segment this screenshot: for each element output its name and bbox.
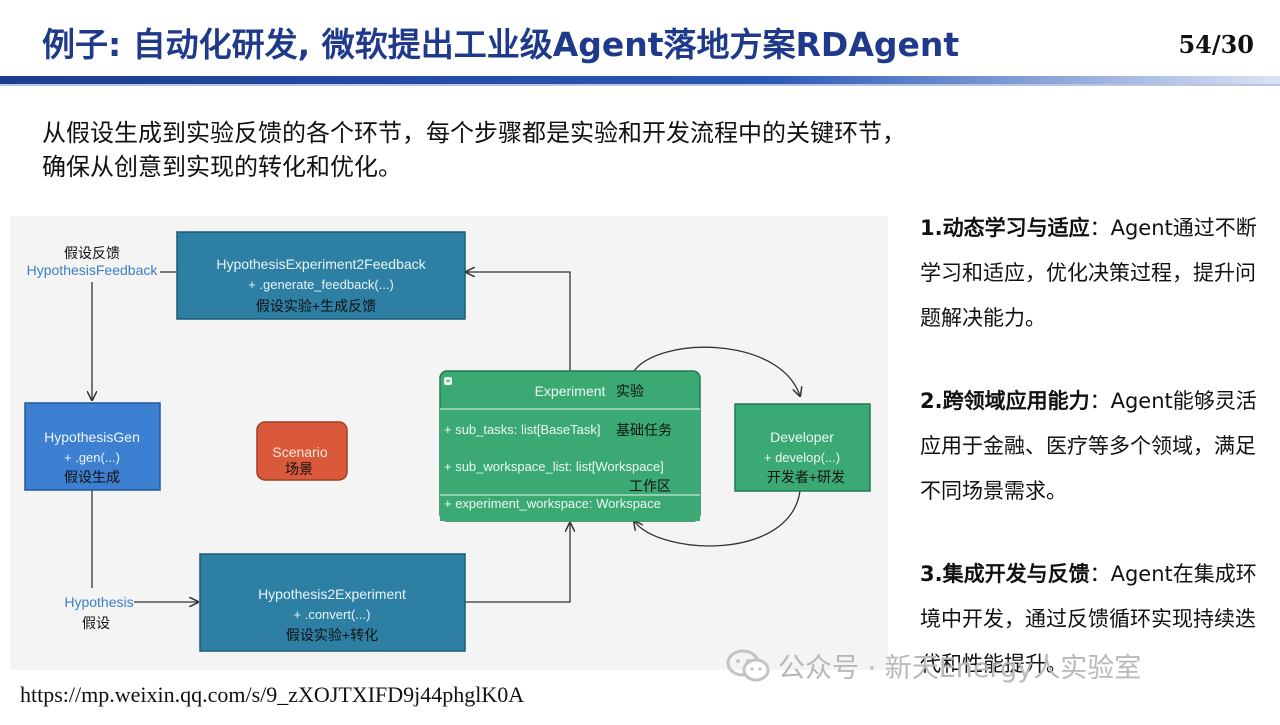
gen-node: HypothesisGen + .gen(...) 假设生成 (24, 402, 161, 491)
watermark-text: 公众号 · 新天Energy人实验室 (778, 653, 1142, 684)
experiment-field-subtasks-cn: 基础任务 (616, 422, 672, 438)
side-points: 1.动态学习与适应：Agent通过不断学习和适应，优化决策过程，提升问题解决能力… (920, 206, 1270, 725)
slide-title: 例子: 自动化研发, 微软提出工业级Agent落地方案RDAgent (42, 25, 960, 64)
feedback-node-method: + .generate_feedback(...) (248, 277, 394, 292)
point-3-head: 3.集成开发与反馈 (920, 562, 1090, 586)
point-1-body: ：Agent通过不断学习和适应，优化决策过程，提升问题解决能力。 (920, 216, 1257, 330)
wechat-icon (726, 649, 770, 690)
feedback-node: HypothesisExperiment2Feedback + .generat… (176, 231, 466, 320)
label-hypothesis-en: Hypothesis (64, 594, 133, 610)
diagram: HypothesisExperiment2Feedback + .generat… (10, 216, 888, 670)
point-2-body: ：Agent能够灵活应用于金融、医疗等多个领域，满足不同场景需求。 (920, 389, 1257, 503)
edge-experiment-to-developer (633, 346, 800, 396)
feedback-node-cn: 假设实验+生成反馈 (256, 298, 376, 314)
experiment-node-name: Experiment (535, 383, 606, 399)
h2e-node-method: + .convert(...) (294, 607, 371, 622)
developer-node-name: Developer (770, 429, 834, 445)
point-3-body: ：Agent在集成环境中开发，通过反馈循环实现持续迭代和性能提升。 (920, 562, 1257, 676)
experiment-node: Experiment 实验 + sub_tasks: list[BaseTask… (439, 370, 701, 522)
feedback-node-name: HypothesisExperiment2Feedback (216, 256, 426, 272)
point-1-head: 1.动态学习与适应 (920, 216, 1090, 240)
h2e-node-name: Hypothesis2Experiment (258, 586, 406, 602)
edge-h2e-to-experiment (465, 523, 570, 603)
point-2: 2.跨领域应用能力：Agent能够灵活应用于金融、医疗等多个领域，满足不同场景需… (920, 379, 1270, 514)
developer-node: Developer + develop(...) 开发者+研发 (734, 403, 871, 492)
point-3: 3.集成开发与反馈：Agent在集成环境中开发，通过反馈循环实现持续迭代和性能提… (920, 552, 1270, 687)
label-feedback-cn: 假设反馈 (64, 245, 120, 261)
edge-experiment-to-feedback (466, 272, 571, 371)
experiment-field-experiment-workspace: + experiment_workspace: Workspace (444, 496, 661, 511)
source-url[interactable]: https://mp.weixin.qq.com/s/9_zXOJTXIFD9j… (20, 682, 525, 707)
scenario-node-cn: 场景 (285, 461, 313, 477)
title-rule-light (0, 84, 1280, 86)
intro-text: 从假设生成到实验反馈的各个环节，每个步骤都是实验和开发流程中的关键环节，确保从创… (42, 119, 906, 181)
point-1: 1.动态学习与适应：Agent通过不断学习和适应，优化决策过程，提升问题解决能力… (920, 206, 1270, 341)
gen-node-cn: 假设生成 (64, 469, 120, 485)
experiment-field-subtasks: + sub_tasks: list[BaseTask] (444, 422, 600, 437)
watermark: 公众号 · 新天Energy人实验室 (726, 646, 1141, 690)
scenario-node: Scenario 场景 (256, 421, 348, 481)
diagram-svg: HypothesisExperiment2Feedback + .generat… (24, 231, 871, 652)
developer-node-cn: 开发者+研发 (767, 469, 845, 485)
point-2-head: 2.跨领域应用能力 (920, 389, 1090, 413)
label-feedback-en: HypothesisFeedback (27, 262, 159, 278)
experiment-field-workspace-list: + sub_workspace_list: list[Workspace] (444, 459, 664, 474)
label-hypothesis-cn: 假设 (82, 615, 110, 631)
h2e-node: Hypothesis2Experiment + .convert(...) 假设… (199, 553, 466, 652)
scenario-node-name: Scenario (272, 444, 327, 460)
edge-developer-to-experiment (634, 490, 801, 547)
page-number: 54/30 (1178, 30, 1254, 59)
gen-node-name: HypothesisGen (44, 429, 140, 445)
experiment-field-workspace-list-cn: 工作区 (629, 478, 671, 494)
gen-node-method: + .gen(...) (64, 450, 120, 465)
developer-node-method: + develop(...) (764, 450, 840, 465)
title-rule (0, 76, 1280, 84)
h2e-node-cn: 假设实验+转化 (286, 627, 378, 643)
experiment-node-cn: 实验 (616, 383, 644, 399)
